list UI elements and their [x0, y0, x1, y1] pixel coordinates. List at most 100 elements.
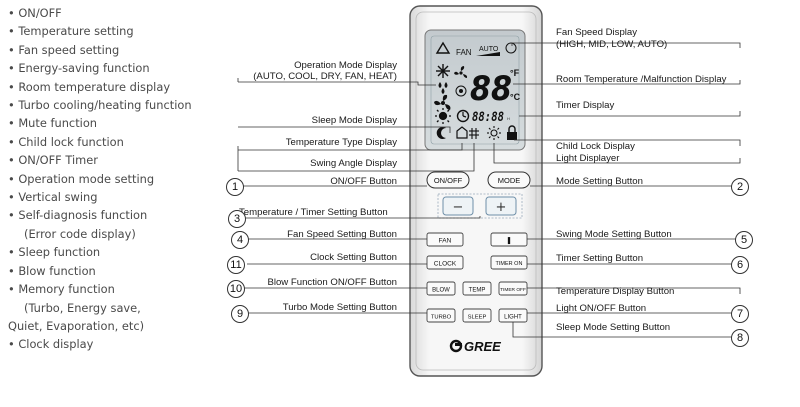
room-temperature-digits: 88 [470, 69, 512, 109]
feature-item: • Self-diagnosis function [8, 208, 148, 223]
callout-5: 5 [735, 231, 753, 249]
child-lock-icon [507, 125, 517, 140]
timer-off-button[interactable]: TIMER OFF [498, 281, 528, 296]
feature-item: • Turbo cooling/heating function [8, 98, 192, 113]
energy-icon [455, 85, 467, 97]
fan-speed-icon [505, 42, 517, 54]
label-sleep-button: Sleep Mode Setting Button [556, 322, 671, 333]
blow-button[interactable]: BLOW [426, 281, 456, 296]
callout-7: 7 [731, 305, 749, 323]
label-temp-timer-button: Temperature / Timer Setting Button [239, 207, 388, 218]
timer-on-button[interactable]: TIMER ON [490, 255, 528, 270]
onoff-button[interactable]: ON/OFF [426, 171, 470, 189]
svg-text:BLOW: BLOW [432, 288, 450, 294]
svg-text:LIGHT: LIGHT [504, 315, 522, 321]
turbo-button[interactable]: TURBO [426, 308, 456, 323]
svg-text:SLEEP: SLEEP [468, 315, 487, 321]
label-fan-speed-display: Fan Speed Display [556, 27, 638, 38]
callout-9: 9 [231, 305, 249, 323]
feature-item: • Sleep function [8, 245, 101, 260]
svg-text:ON/OFF: ON/OFF [434, 176, 463, 185]
label-swing-button: Swing Mode Setting Button [556, 229, 672, 240]
swing-button[interactable]: ❚ [490, 232, 528, 247]
callout-8: 8 [731, 329, 749, 347]
feature-item: • Room temperature display [8, 79, 171, 94]
heat-mode-icon [435, 108, 451, 124]
label-turbo-button: Turbo Mode Setting Button [282, 302, 397, 313]
feature-item: • Fan speed setting [8, 42, 120, 57]
svg-text:TIMER ON: TIMER ON [496, 261, 523, 267]
sleep-moon-icon [436, 127, 446, 139]
label-onoff-button: ON/OFF Button [330, 176, 397, 187]
screen-fan-label: FAN [456, 48, 472, 57]
mode-button[interactable]: MODE [487, 171, 531, 189]
label-timer-button: Timer Setting Button [556, 253, 644, 264]
callout-2: 2 [731, 178, 749, 196]
feature-item: • Memory function [8, 282, 115, 297]
svg-text:FAN: FAN [439, 238, 452, 245]
svg-text:+: + [496, 200, 507, 215]
dry-mode-icon [438, 82, 448, 94]
feature-item-note: (Error code display) [24, 226, 136, 241]
feature-item: • Energy-saving function [8, 61, 150, 76]
svg-text:❚: ❚ [506, 237, 512, 245]
feature-item: • Temperature setting [8, 24, 134, 39]
cool-mode-icon [436, 64, 450, 78]
swing-angle-icon [469, 128, 479, 139]
callout-1: 1 [226, 178, 244, 196]
light-button[interactable]: LIGHT [498, 308, 528, 323]
label-swing-angle-display: Swing Angle Display [310, 158, 397, 169]
label-mode-button: Mode Setting Button [556, 176, 643, 187]
timer-small-marks: H [507, 116, 510, 121]
label-op-mode-display: Operation Mode Display [294, 60, 397, 71]
label-temp-display-button: Temperature Display Button [556, 286, 675, 297]
label-fan-speed-values: (HIGH, MID, LOW, AUTO) [556, 39, 668, 50]
callout-11: 11 [227, 256, 245, 274]
label-child-lock-display: Child Lock Display [556, 141, 635, 152]
plus-button[interactable]: + [485, 196, 517, 216]
swing-fan-icon [454, 66, 468, 78]
unit-fahrenheit: °F [510, 68, 520, 78]
fan-mode-icon [434, 94, 451, 110]
temp-button[interactable]: TEMP [462, 281, 492, 296]
leader-lines [237, 42, 741, 338]
sleep-button[interactable]: SLEEP [462, 308, 492, 323]
svg-text:−: − [453, 200, 464, 215]
feature-item: • Mute function [8, 116, 98, 131]
label-room-temp-display: Room Temperature /Malfunction Display [556, 74, 727, 85]
clock-icon [456, 109, 470, 123]
temp-type-icon [456, 126, 468, 139]
label-timer-display: Timer Display [556, 100, 615, 111]
label-clock-button: Clock Setting Button [310, 252, 397, 263]
fan-button[interactable]: FAN [426, 232, 464, 247]
svg-text:MODE: MODE [498, 176, 521, 185]
feature-item: • ON/OFF [8, 6, 62, 20]
screen-auto-label: AUTO [479, 46, 499, 53]
feature-item: • Operation mode setting [8, 171, 155, 186]
feature-item: • ON/OFF Timer [8, 153, 98, 168]
minus-button[interactable]: − [442, 196, 474, 216]
label-fan-speed-button: Fan Speed Setting Button [287, 229, 397, 240]
callout-10: 10 [227, 280, 245, 298]
temp-adjust-frame [437, 193, 523, 219]
feature-item: • Blow function [8, 263, 96, 278]
gree-logo: GREE [449, 339, 501, 354]
label-temp-type-display: Temperature Type Display [285, 137, 397, 148]
svg-text:TIMER OFF: TIMER OFF [500, 287, 526, 293]
label-light-displayer: Light Displayer [556, 153, 620, 164]
svg-text:CLOCK: CLOCK [434, 261, 457, 268]
label-light-button: Light ON/OFF Button [556, 303, 647, 314]
feature-item-note: (Turbo, Energy save, [24, 300, 141, 315]
clock-button[interactable]: CLOCK [426, 255, 464, 270]
callout-3: 3 [228, 210, 246, 228]
feature-item-note: Quiet, Evaporation, etc) [8, 318, 145, 333]
timer-digits: 88:88 [472, 110, 504, 125]
callout-6: 6 [731, 256, 749, 274]
svg-text:GREE: GREE [464, 339, 501, 354]
svg-text:TURBO: TURBO [431, 315, 452, 321]
auto-mode-icon [435, 41, 451, 54]
lcd-screen [424, 29, 526, 151]
feature-item: • Vertical swing [8, 190, 98, 205]
fan-speed-bars [476, 52, 500, 56]
